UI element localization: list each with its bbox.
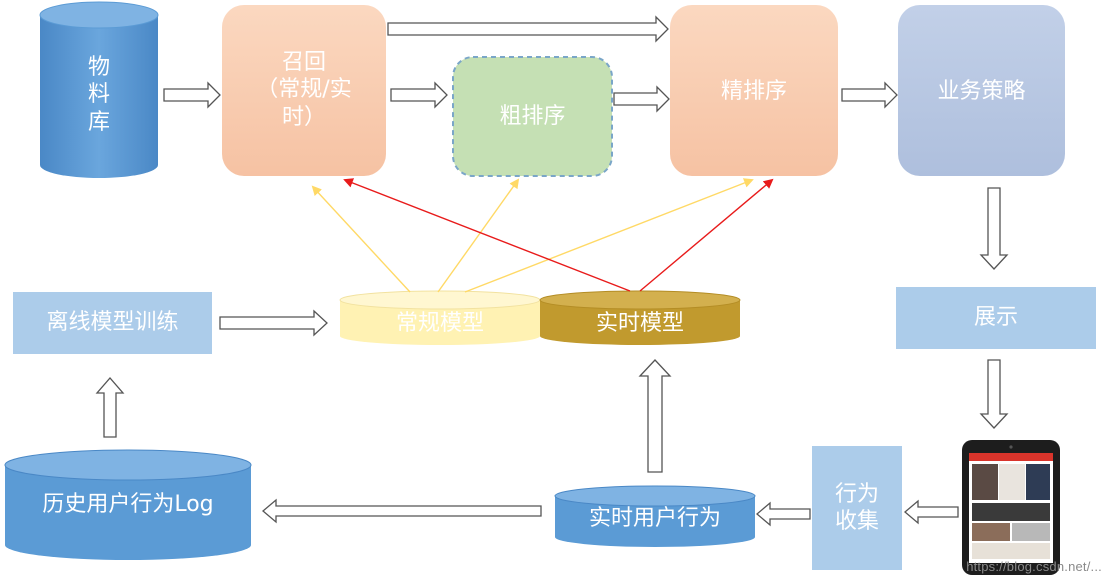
realtime-behavior-cylinder [554,485,756,547]
arrow-recall-to-fine-rank [387,15,669,43]
tablet-device [962,440,1060,575]
model-influence-arrows [311,178,774,293]
recall-label-line-3: 时） [281,104,326,130]
arrow-fine-rank-to-strategy [841,81,898,109]
display-label: 展示 [973,305,1018,331]
material-database-cylinder [39,1,159,178]
recall-label-line-1: 召回 [281,49,326,75]
red-arrow-to-recall [343,178,631,292]
yellow-arrow-to-fine-rank [464,178,754,293]
behavior-collect-box [812,446,902,570]
recall-box [222,5,386,176]
behavior-collect-label-line-1: 行为 [834,481,879,507]
realtime-model-cylinder [539,290,741,345]
material-db-label-line-2: 料 [87,82,110,108]
display-box [896,287,1096,349]
arrow-realtime-behavior-to-realtime-model [638,359,672,473]
business-strategy-box [898,5,1065,176]
yellow-arrow-to-coarse-rank [437,178,520,293]
material-db-label-line-1: 物 [87,54,110,80]
behavior-collect-label-line-2: 收集 [834,509,879,534]
watermark: https://blog.csdn.net/... [966,559,1102,574]
arrow-offline-to-models [219,309,328,337]
regular-model-label: 常规模型 [395,311,484,337]
red-arrow-to-fine-rank [639,178,774,292]
arrow-display-to-tablet [979,359,1009,429]
business-strategy-label: 业务策略 [937,79,1026,105]
arrow-tablet-to-collect [903,499,959,525]
arrow-recall-to-coarse-rank [390,81,448,109]
arrow-history-to-offline [95,377,125,438]
yellow-arrow-to-recall [311,185,411,293]
offline-training-box [13,292,212,354]
offline-training-label: 离线模型训练 [46,310,179,336]
arrow-realtime-behavior-to-history [261,498,542,524]
recall-label-line-2: （常规/实 [256,77,352,103]
flow-arrows [95,15,1009,527]
coarse-rank-label: 粗排序 [499,104,566,130]
history-log-label: 历史用户行为Log [42,492,214,518]
arrow-collect-to-realtime-behavior [755,501,811,527]
material-db-label-line-3: 库 [87,109,110,135]
arrow-material-to-recall [163,81,221,109]
realtime-behavior-label: 实时用户行为 [588,506,721,532]
material-db-label: 物 料 库 [40,50,158,140]
recall-label: 召回 （常规/实 时） [222,42,386,138]
arrow-coarse-to-fine-rank [613,85,670,113]
coarse-rank-box [452,56,613,177]
history-log-cylinder [4,449,252,560]
fine-rank-box [670,5,838,176]
fine-rank-label: 精排序 [720,79,787,105]
arrow-strategy-to-display [979,187,1009,270]
behavior-collect-label: 行为 收集 [812,468,902,548]
regular-model-cylinder [339,290,541,345]
realtime-model-label: 实时模型 [595,311,684,337]
